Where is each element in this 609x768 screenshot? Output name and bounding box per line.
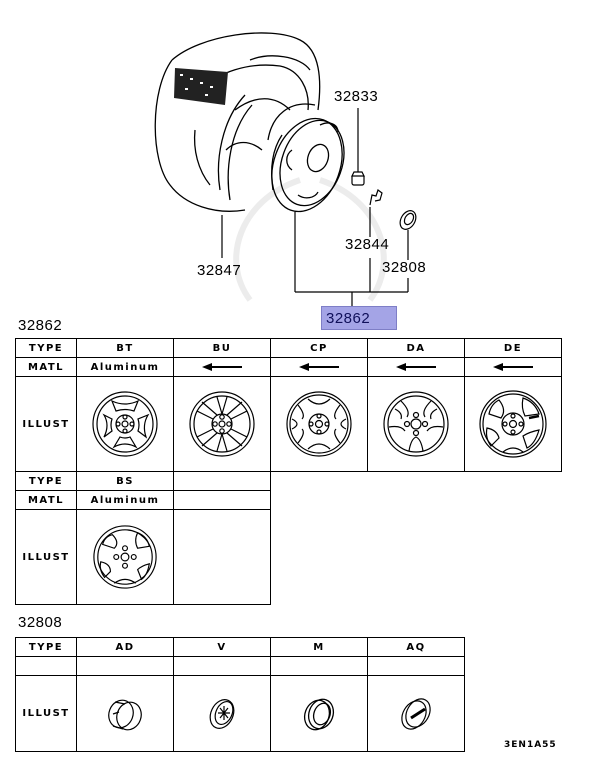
center-cap-aq-icon [401,697,431,730]
cap-type-cell: V [173,637,271,657]
wheel-type-cell: CP [270,338,368,358]
wheel-cp-icon [286,391,352,457]
same-as-left-arrow-icon [202,362,242,371]
row-header-type: TYPE [15,637,77,657]
tire-tread-pattern [174,68,228,105]
empty-cell [270,656,368,676]
wheel-type-cell: DE [464,338,562,358]
wheel-material-cell [173,357,271,377]
empty-cell [76,656,174,676]
leader-lines [221,108,409,306]
row-header-matl: MATL [15,357,77,377]
center-cap-illustration [399,210,417,230]
callout-tire[interactable]: 32847 [197,262,242,279]
cap-type-cell: AD [76,637,174,657]
cap-illust-cell [76,675,174,752]
wheel-illust-cell [76,376,174,472]
empty-cell [173,656,271,676]
cap-type-cell: M [270,637,368,657]
watermark-emblem [233,177,387,302]
callout-center-cap[interactable]: 32808 [382,259,427,276]
center-cap-type-table: TYPE AD V M AQ ILLUST [15,637,465,752]
empty-cell [367,656,465,676]
wheel-illust-cell [367,376,465,472]
wheel-bs-icon [93,525,157,589]
cap-table-title: 32808 [18,614,63,631]
wheel-material-cell: Aluminum [76,357,174,377]
wheel-da-icon [383,391,449,457]
wheel-table-title: 32862 [18,317,63,334]
wheel-de-icon [479,390,547,458]
cap-type-cell: AQ [367,637,465,657]
wheel-type-cell: BT [76,338,174,358]
row-header-matl: MATL [15,490,77,510]
cap-illust-cell [173,675,271,752]
wheel-material-cell [464,357,562,377]
empty-cell [173,471,271,491]
exploded-wheel-diagram [154,32,417,306]
wheel-illust-cell [76,509,174,605]
wheel-type-cell: BS [76,471,174,491]
callout-lug-nut[interactable]: 32833 [334,88,379,105]
wheel-type-table: TYPE BT BU CP DA DE MATL Aluminum ILLUST [15,338,562,605]
same-as-left-arrow-icon [493,362,533,371]
wheel-illust-cell [270,376,368,472]
wheel-material-cell [270,357,368,377]
cap-illust-cell [270,675,368,752]
wheel-illustration [267,103,345,213]
center-cap-v-icon [209,698,235,729]
empty-cell [173,509,271,605]
row-header-illust: ILLUST [15,509,77,605]
lug-nut-illustration [351,171,365,186]
row-header-illust: ILLUST [15,376,77,472]
row-header-type: TYPE [15,338,77,358]
wheel-type-cell: BU [173,338,271,358]
wheel-illust-cell [464,376,562,472]
wheel-illust-cell [173,376,271,472]
wheel-material-cell: Aluminum [76,490,174,510]
center-cap-m-icon [303,698,335,730]
same-as-left-arrow-icon [299,362,339,371]
wheel-material-cell [367,357,465,377]
cap-illust-cell [367,675,465,752]
center-cap-ad-icon [108,699,142,730]
callout-wheel-assembly-highlighted[interactable]: 32862 [321,306,397,330]
valve-illustration [369,189,383,206]
wheel-bt-icon [92,391,158,457]
empty-cell [173,490,271,510]
empty-cell [15,656,77,676]
wheel-type-cell: DA [367,338,465,358]
callout-valve[interactable]: 32844 [345,236,390,253]
diagram-code: 3EN1A55 [504,740,557,750]
same-as-left-arrow-icon [396,362,436,371]
row-header-type: TYPE [15,471,77,491]
wheel-bu-icon [189,391,255,457]
row-header-illust: ILLUST [15,675,77,752]
